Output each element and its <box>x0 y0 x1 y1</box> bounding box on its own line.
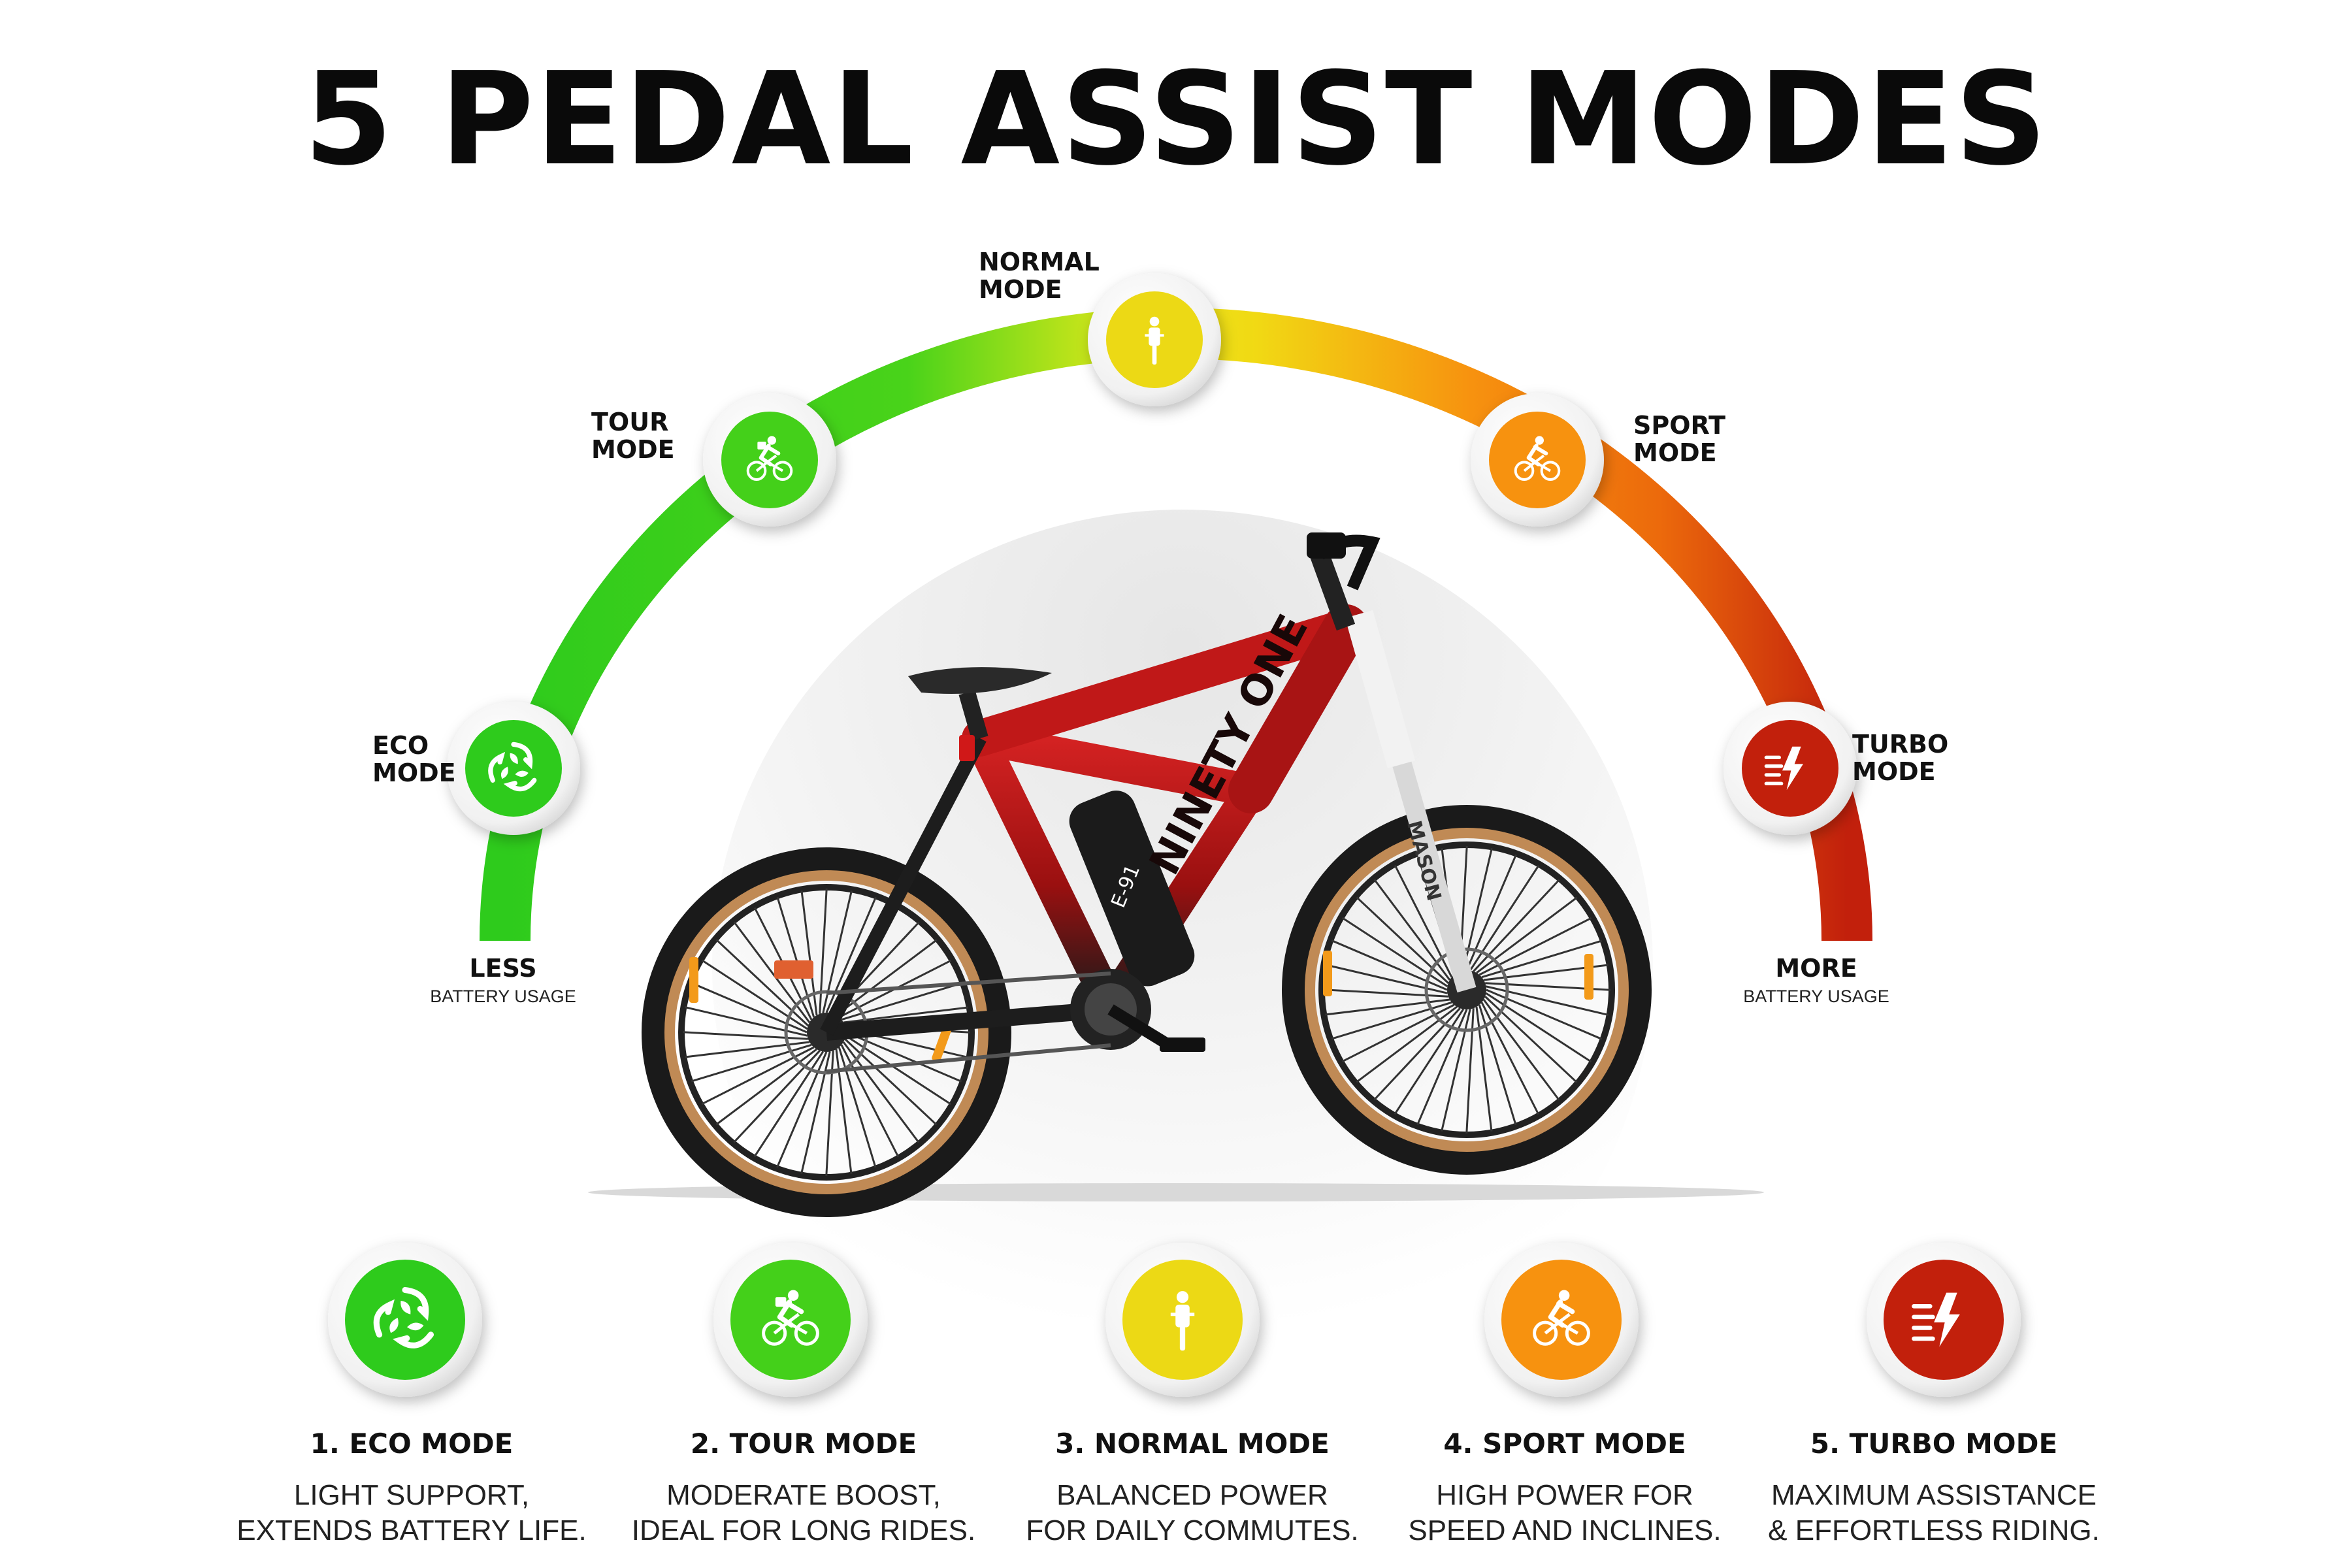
drivetrain <box>774 960 1205 1073</box>
mode-title-sport: 4. SPORT MODE <box>1443 1428 1686 1460</box>
mode-title-normal: 3. NORMAL MODE <box>1055 1428 1330 1460</box>
mode-desc-eco: LIGHT SUPPORT,EXTENDS BATTERY LIFE. <box>237 1479 587 1546</box>
mode-title-tour: 2. TOUR MODE <box>690 1428 917 1460</box>
touring-cyclist-icon <box>746 436 793 481</box>
touring-cyclist-icon <box>762 1290 819 1346</box>
recycle-leaf-icon <box>373 1286 434 1348</box>
arc-plate-eco <box>447 702 580 835</box>
upright-cyclist-icon <box>1170 1291 1195 1351</box>
more-battery-usage: MORE BATTERY USAGE <box>1743 954 1889 1006</box>
lightning-speed-icon <box>1912 1292 1960 1347</box>
page-title: 5 PEDAL ASSIST MODES <box>303 45 2049 194</box>
bike-frame <box>820 604 1369 1041</box>
mode-plate-turbo <box>1867 1243 2021 1397</box>
mode-plate-tour <box>713 1243 868 1397</box>
sport-cyclist-icon <box>1514 436 1561 481</box>
less-battery-usage: LESS BATTERY USAGE <box>430 954 576 1006</box>
recycle-leaf-icon <box>488 742 537 792</box>
mode-plate-sport <box>1484 1243 1639 1397</box>
mode-title-turbo: 5. TURBO MODE <box>1810 1428 2058 1460</box>
arc-plate-normal <box>1088 273 1221 406</box>
mode-plate-normal <box>1105 1243 1260 1397</box>
upright-cyclist-icon <box>1145 316 1164 365</box>
mode-title-eco: 1. ECO MODE <box>310 1428 514 1460</box>
arc-plate-sport <box>1471 393 1604 527</box>
sport-cyclist-icon <box>1533 1290 1590 1346</box>
mode-plate-eco <box>328 1243 482 1397</box>
battery-pack: E-91 <box>1069 791 1195 987</box>
rear-reflector <box>959 735 975 761</box>
lightning-speed-icon <box>1764 746 1803 791</box>
mode-desc-turbo: MAXIMUM ASSISTANCE& EFFORTLESS RIDING. <box>1768 1479 2100 1546</box>
mode-desc-tour: MODERATE BOOST,IDEAL FOR LONG RIDES. <box>631 1479 976 1546</box>
arc-plate-turbo <box>1723 702 1857 835</box>
front-wheel <box>1282 805 1652 1175</box>
arc-plate-tour <box>703 393 836 527</box>
